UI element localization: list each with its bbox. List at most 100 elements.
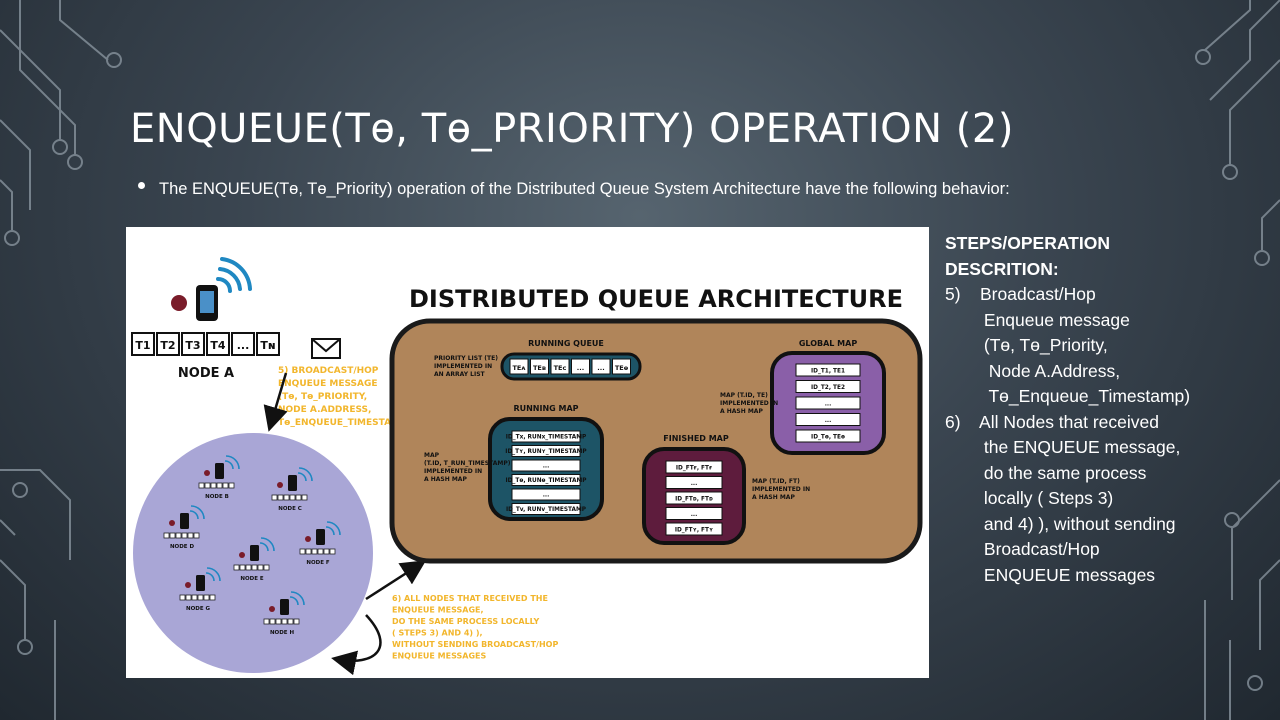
steps-header: STEPS/OPERATION DESCRITION: xyxy=(945,231,1275,282)
running-map-label-line: MAP xyxy=(424,452,440,459)
phone-icon xyxy=(316,529,325,545)
task-cell xyxy=(131,332,155,356)
bullet-text: The ENQUEUE(Tɵ, Tɵ_Priority) operation o… xyxy=(159,180,1010,198)
received-note-line: ENQUEUE MESSAGES xyxy=(392,652,486,661)
received-note-line: DO THE SAME PROCESS LOCALLY xyxy=(392,617,540,626)
queue-cell xyxy=(571,358,590,375)
map-row-label: ID_Tɵ, RUNɵ_TIMESTAMP xyxy=(506,478,588,484)
map-row xyxy=(511,474,581,486)
cluster-node-label: NODE E xyxy=(240,576,264,582)
steps-header-line: DESCRITION: xyxy=(945,258,1059,279)
steps-line: ENQUEUE messages xyxy=(945,564,1156,585)
running-map-label-line: A HASH MAP xyxy=(424,476,467,483)
finished-map-rows: ID_FTғ, FTғ...ID_FTᴅ, FTᴅ...ID_FTʏ, FTʏ xyxy=(665,460,723,536)
task-cell xyxy=(156,332,180,356)
cluster-node-label: NODE B xyxy=(205,494,229,500)
steps-lines: 5) Broadcast/Hop Enqueue message (Tɵ, Tɵ… xyxy=(945,282,1275,588)
map-row xyxy=(665,522,723,536)
signal-waves-icon xyxy=(297,472,307,482)
map-row-label: ... xyxy=(691,481,698,487)
arrow-icon xyxy=(365,560,427,601)
broadcast-note-line: ENQUEUE MESSAGE xyxy=(278,379,378,389)
envelope-icon xyxy=(311,338,341,359)
node-a-phone-icon xyxy=(171,257,252,321)
map-row xyxy=(665,507,723,520)
finished-map-label-line: IMPLEMENTED IN xyxy=(752,486,810,493)
queue-cell-label: TEᴀ xyxy=(512,364,526,372)
running-queue-label-line: AN ARRAY LIST xyxy=(434,371,486,378)
map-row xyxy=(511,488,581,501)
slide-title: ENQUEUE(Tɵ, Tɵ_PRIORITY) OPERATION (2) xyxy=(130,106,1014,152)
steps-description: STEPS/OPERATION DESCRITION: 5) Broadcast/… xyxy=(945,231,1275,588)
task-cell-label: Tɴ xyxy=(260,339,275,352)
signal-waves-icon xyxy=(325,526,335,536)
steps-header-line: STEPS/OPERATION xyxy=(945,233,1110,253)
global-map-label-line: A HASH MAP xyxy=(720,408,763,415)
cluster-node: NODE G xyxy=(179,567,221,612)
bullet-dot-icon xyxy=(138,182,145,190)
map-row xyxy=(795,396,861,410)
finished-map-label-line: MAP (T.ID, FT) xyxy=(752,478,800,485)
running-map-label-line: (T.ID, T_RUN_TIMESTAMP) xyxy=(424,460,511,467)
broadcast-note-line: (Tɵ, Tɵ_PRIORITY, xyxy=(278,392,367,402)
map-row-label: ... xyxy=(543,493,550,499)
map-row xyxy=(665,460,723,474)
map-row xyxy=(795,380,861,393)
map-row-label: ID_FTʏ, FTʏ xyxy=(675,528,713,534)
queue-cell-label: ... xyxy=(597,364,604,372)
queue-cell-label: TEɵ xyxy=(615,364,629,372)
finished-map-label-line: A HASH MAP xyxy=(752,494,795,501)
arrow-icon xyxy=(263,372,288,432)
running-map-label-line: IMPLEMENTED IN xyxy=(424,468,482,475)
steps-line: Node A.Address, xyxy=(945,360,1121,381)
map-row-label: ID_T2, TE2 xyxy=(811,385,845,391)
map-row xyxy=(795,363,861,377)
steps-line: locally ( Steps 3) xyxy=(945,488,1114,508)
steps-line: the ENQUEUE message, xyxy=(945,437,1181,457)
signal-waves-icon xyxy=(216,257,252,293)
phone-icon xyxy=(215,463,224,479)
map-row-label: ID_Tʏ, RUNʏ_TIMESTAMP xyxy=(505,449,587,455)
signal-waves-icon xyxy=(189,510,199,520)
phone-icon xyxy=(196,575,205,591)
map-row-label: ID_Tx, RUNx_TIMESTAMP xyxy=(506,435,587,441)
task-cell-label: ... xyxy=(237,339,250,352)
steps-line: Enqueue message xyxy=(945,309,1130,330)
phone-icon xyxy=(280,599,289,615)
phone-icon xyxy=(288,475,297,491)
signal-waves-icon xyxy=(224,460,234,470)
received-note: 6) ALL NODES THAT RECEIVED THE ENQUEUE ME… xyxy=(392,594,558,661)
queue-cell xyxy=(591,358,611,375)
map-row-label: ID_T1, TE1 xyxy=(811,369,845,375)
map-row xyxy=(511,503,581,515)
broadcast-note-line: Tɵ_ENQUEUE_TIMESTAMP) xyxy=(278,418,411,428)
queue-cell xyxy=(530,358,549,375)
map-row xyxy=(511,430,581,443)
node-a-label: NODE A xyxy=(178,366,234,381)
cluster-node-label: NODE G xyxy=(186,606,211,612)
global-map-label-line: IMPLEMENTED IN xyxy=(720,400,778,407)
map-row-label: ... xyxy=(825,402,832,408)
broadcast-note-line: NODE A.ADDRESS, xyxy=(278,405,371,415)
running-queue-title: RUNNING QUEUE xyxy=(528,339,604,348)
cluster-node: NODE E xyxy=(233,537,275,582)
cluster-node-label: NODE C xyxy=(278,506,302,512)
cluster-node: NODE C xyxy=(271,467,313,512)
task-cell-label: T4 xyxy=(210,339,226,352)
cluster-node-label: NODE H xyxy=(270,630,295,636)
received-note-line: WITHOUT SENDING BROADCAST/HOP xyxy=(392,640,558,649)
queue-cell xyxy=(509,358,529,375)
queue-cell-label: TEʙ xyxy=(533,364,546,372)
received-note-line: 6) ALL NODES THAT RECEIVED THE xyxy=(392,594,548,603)
received-note-line: ( STEPS 3) AND 4) ), xyxy=(392,629,483,638)
running-queue-label-line: IMPLEMENTED IN xyxy=(434,363,492,370)
steps-line: do the same process xyxy=(945,462,1147,483)
map-row-label: ID_Tɵ, TEɵ xyxy=(811,435,845,441)
diagram-title: DISTRIBUTED QUEUE ARCHITECTURE xyxy=(409,285,903,313)
steps-line: 5) Broadcast/Hop xyxy=(945,284,1096,304)
